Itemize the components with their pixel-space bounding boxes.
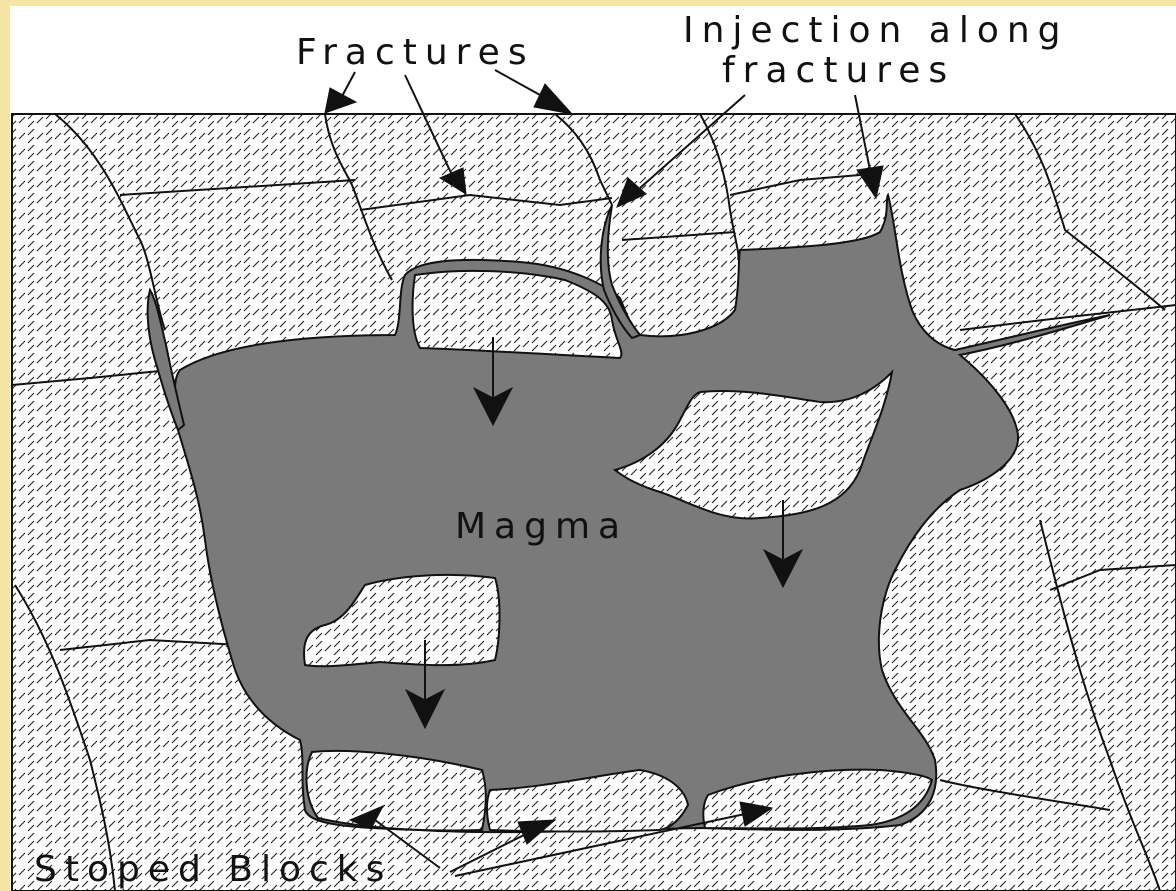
injection-label-line1: Injection along bbox=[683, 10, 1069, 51]
fractures-label: Fractures bbox=[296, 32, 535, 73]
injection-label-line2: fractures bbox=[722, 50, 955, 91]
stoped-blocks-label: Stoped Blocks bbox=[34, 849, 392, 890]
magma-label: Magma bbox=[455, 506, 628, 547]
